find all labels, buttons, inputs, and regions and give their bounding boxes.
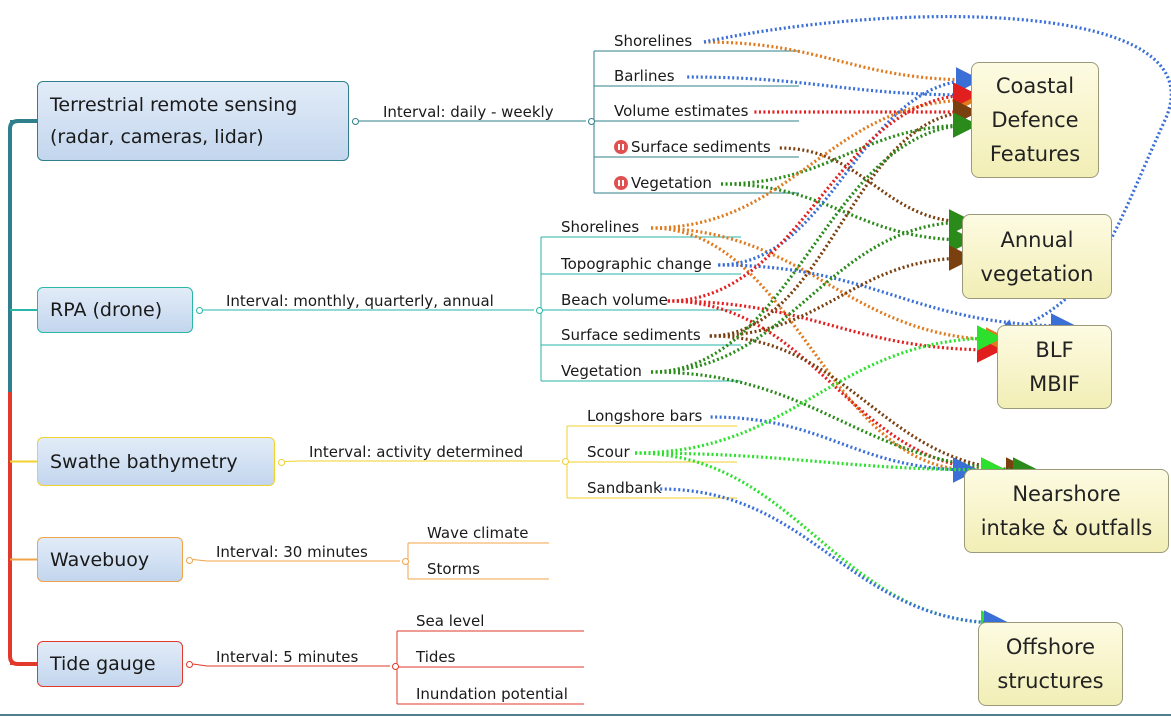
relation-link: [687, 75, 979, 108]
child-node[interactable]: Shorelines: [561, 218, 640, 236]
interval-label: Interval: activity determined: [309, 443, 524, 461]
target-node-offshore[interactable]: Offshore structures: [978, 622, 1123, 706]
relation-link: [718, 263, 1077, 339]
spine-bottom: [8, 392, 37, 666]
target-label: Offshore structures: [997, 635, 1104, 693]
child-node[interactable]: Wave climate: [427, 524, 529, 542]
spine-top: [8, 119, 37, 392]
child-node[interactable]: Storms: [427, 560, 480, 578]
pause-icon: [614, 140, 628, 154]
collapse-toggle[interactable]: [278, 458, 285, 466]
interval-label: Interval: 5 minutes: [216, 648, 359, 666]
source-node-rpa[interactable]: RPA (drone): [37, 287, 193, 333]
collapse-toggle[interactable]: [352, 118, 359, 125]
relation-link: [650, 112, 979, 374]
child-node[interactable]: Surface sediments: [561, 326, 701, 344]
target-label: BLF MBIF: [1029, 338, 1080, 396]
relation-link: [650, 87, 979, 230]
child-node[interactable]: Barlines: [614, 67, 675, 85]
relation-link: [650, 209, 975, 374]
target-label: Nearshore intake & outfalls: [980, 482, 1153, 540]
source-label: RPA (drone): [50, 299, 163, 321]
child-node[interactable]: Surface sediments: [631, 138, 771, 156]
collapse-toggle[interactable]: [196, 307, 203, 314]
target-label: Annual vegetation: [980, 227, 1094, 286]
child-node[interactable]: Beach volume: [561, 291, 668, 309]
collapse-toggle[interactable]: [562, 458, 569, 465]
child-node[interactable]: Scour: [587, 443, 630, 461]
pause-icon: [614, 176, 628, 190]
source-node-wavebuoy[interactable]: Wavebuoy: [37, 537, 183, 582]
child-node[interactable]: Vegetation: [631, 174, 712, 192]
collapse-toggle[interactable]: [186, 556, 193, 564]
source-node-terrestrial[interactable]: Terrestrial remote sensing (radar, camer…: [37, 81, 349, 161]
relation-link: [667, 82, 979, 303]
target-node-coastal[interactable]: Coastal Defence Features: [971, 62, 1099, 178]
child-node[interactable]: Sandbank: [587, 479, 662, 497]
relation-link: [779, 146, 975, 235]
child-node[interactable]: Tides: [416, 648, 456, 666]
source-node-swathe[interactable]: Swathe bathymetry: [37, 437, 275, 486]
relation-link: [634, 451, 1007, 483]
child-node[interactable]: Volume estimates: [614, 102, 749, 120]
target-label: Coastal Defence Features: [989, 74, 1081, 166]
source-label: Terrestrial remote sensing (radar, camer…: [50, 94, 298, 148]
target-node-annual[interactable]: Annual vegetation: [962, 214, 1112, 299]
child-node[interactable]: Shorelines: [614, 32, 693, 50]
collapse-toggle[interactable]: [536, 307, 543, 314]
relation-link: [720, 182, 975, 253]
target-node-nearshore[interactable]: Nearshore intake & outfalls: [964, 469, 1169, 553]
relation-link: [709, 334, 1032, 483]
relation-link: [703, 40, 982, 93]
relation-link: [634, 325, 1003, 455]
interval-label: Interval: 30 minutes: [216, 543, 368, 561]
relation-link: [709, 99, 979, 338]
source-node-tide[interactable]: Tide gauge: [37, 641, 183, 687]
interval-label: Interval: daily - weekly: [383, 103, 554, 121]
relation-link: [667, 299, 1003, 363]
child-node[interactable]: Inundation potential: [416, 685, 568, 703]
collapse-toggle[interactable]: [402, 558, 409, 565]
target-node-blf[interactable]: BLF MBIF: [997, 325, 1112, 409]
collapse-toggle[interactable]: [186, 661, 193, 668]
relation-link: [709, 245, 975, 338]
source-label: Tide gauge: [50, 653, 156, 675]
child-node[interactable]: Topographic change: [561, 255, 712, 273]
interval-label: Interval: monthly, quarterly, annual: [226, 292, 494, 310]
collapse-toggle[interactable]: [392, 663, 399, 670]
collapse-toggle[interactable]: [588, 118, 595, 125]
relation-link: [660, 487, 1010, 636]
child-node[interactable]: Sea level: [416, 612, 485, 630]
child-node[interactable]: Longshore bars: [587, 407, 703, 425]
relation-link: [718, 67, 982, 267]
relation-link: [634, 451, 1007, 636]
child-node[interactable]: Vegetation: [561, 362, 642, 380]
source-label: Wavebuoy: [50, 548, 150, 571]
source-label: Swathe bathymetry: [50, 450, 238, 473]
relation-link: [710, 415, 979, 483]
